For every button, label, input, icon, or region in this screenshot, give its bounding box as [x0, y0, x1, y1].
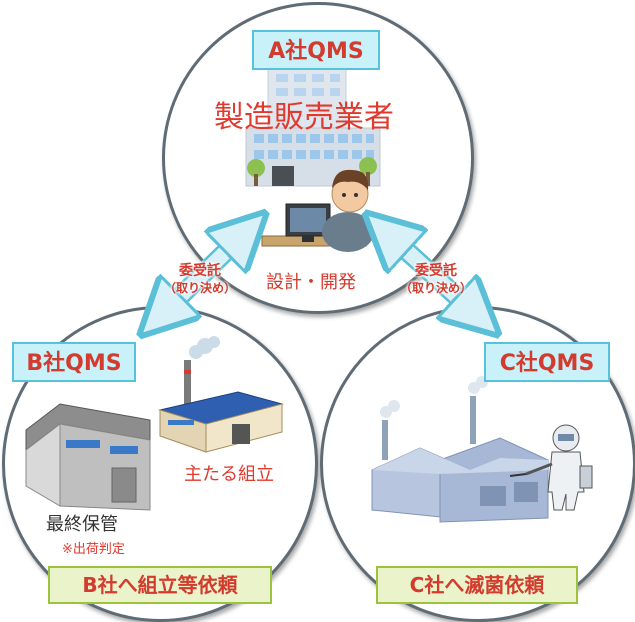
- assembly-factory-icon: [158, 336, 284, 453]
- company-b-request-label: B社へ組立等依頼: [48, 566, 272, 604]
- sterilization-factory-icon: [371, 376, 549, 523]
- contract-label-left: 委受託 （取り決め）: [150, 262, 250, 296]
- warehouse-icon: [25, 403, 151, 511]
- contract-right-line2: （取り決め）: [399, 281, 472, 295]
- main-assembly-label: 主たる組立: [184, 464, 274, 485]
- contract-left-line1: 委受託: [179, 263, 221, 279]
- design-development-label: 設計・開発: [266, 272, 356, 293]
- contract-left-line2: （取り決め）: [163, 281, 236, 295]
- contract-right-line1: 委受託: [415, 263, 457, 279]
- company-c-request-label: C社へ滅菌依頼: [376, 566, 578, 604]
- contract-arrow-left: [160, 232, 246, 316]
- sterilization-worker-icon: [509, 424, 593, 511]
- company-b-qms-label: B社QMS: [12, 342, 136, 382]
- contract-arrow-right: [386, 232, 478, 316]
- illustrations: [25, 65, 593, 523]
- company-c-qms-label: C社QMS: [484, 342, 610, 382]
- final-storage-label: 最終保管: [46, 514, 118, 535]
- contract-label-right: 委受託 （取り決め）: [386, 262, 486, 296]
- company-a-qms-label: A社QMS: [252, 30, 380, 70]
- manufacturer-role-label: 製造販売業者: [214, 100, 394, 135]
- shipping-decision-note: ※出荷判定: [62, 542, 125, 557]
